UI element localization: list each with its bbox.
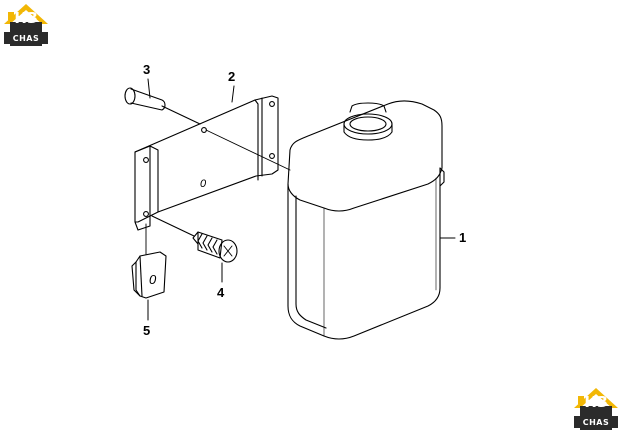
- logo-text-main: НЗ: [584, 393, 608, 411]
- logo-house-icon: [574, 388, 618, 430]
- brand-logo-bottom-right: НЗ CHAS: [572, 386, 620, 432]
- assembly-lines: [145, 129, 291, 255]
- callout-part-3: 3: [143, 62, 151, 77]
- callout-part-1: 1: [459, 230, 467, 245]
- leader-line-3: [147, 78, 151, 99]
- leader-line-2: [231, 85, 235, 103]
- callout-part-2: 2: [228, 69, 236, 84]
- bracket-mark: 0: [200, 178, 207, 190]
- brand-logo-top-left: НЗ CHAS: [2, 2, 50, 48]
- logo-house-icon: [4, 4, 48, 46]
- callout-part-5: 5: [143, 323, 151, 338]
- part-1-reservoir-tank: [287, 100, 445, 340]
- part-3-rivet: [124, 87, 201, 125]
- logo-text-sub: CHAS: [12, 34, 40, 43]
- callout-part-4: 4: [217, 285, 225, 300]
- clip-mark: 0: [149, 272, 157, 287]
- leader-lines: [147, 78, 456, 321]
- part-5-clip: 0: [131, 251, 167, 299]
- part-2-bracket: 0: [134, 95, 279, 231]
- part-4-screw: [151, 215, 238, 263]
- logo-text-main: НЗ: [14, 9, 38, 27]
- logo-text-sub: CHAS: [582, 418, 610, 427]
